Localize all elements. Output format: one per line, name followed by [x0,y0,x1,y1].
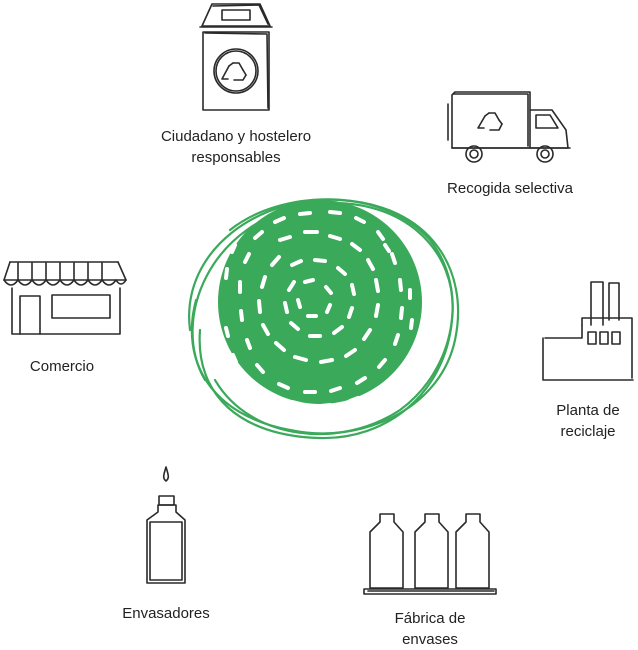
bottles-icon [363,513,497,595]
stage-label-comercio: Comercio [14,356,110,377]
stage-label-line: Planta de [556,402,620,419]
factory-icon [542,281,634,381]
stage-label-line: Fábrica de [394,610,466,627]
stage-label-line: Envasadores [122,605,210,622]
stage-label-line: Recogida selectiva [447,180,573,197]
stage-label-line: reciclaje [560,423,616,440]
recycling-truck-icon [447,91,571,163]
green-recycling-circle-icon [188,198,460,440]
stage-label-envasadores: Envasadores [106,603,226,624]
stage-label-ciudadano: Ciudadano y hostelero responsables [144,126,328,168]
dropper-bottle-icon [146,466,186,584]
recycling-bin-icon [199,3,273,111]
stage-label-recogida: Recogida selectiva [430,178,590,199]
stage-label-planta: Planta de reciclaje [540,400,636,442]
stage-label-line: Ciudadano y hostelero [160,128,312,145]
stage-label-fabrica: Fábrica de envases [370,608,490,650]
stage-label-line: Comercio [29,358,95,375]
stage-label-line: envases [402,631,458,648]
stage-label-line: responsables [191,149,281,166]
shop-icon [3,261,127,335]
